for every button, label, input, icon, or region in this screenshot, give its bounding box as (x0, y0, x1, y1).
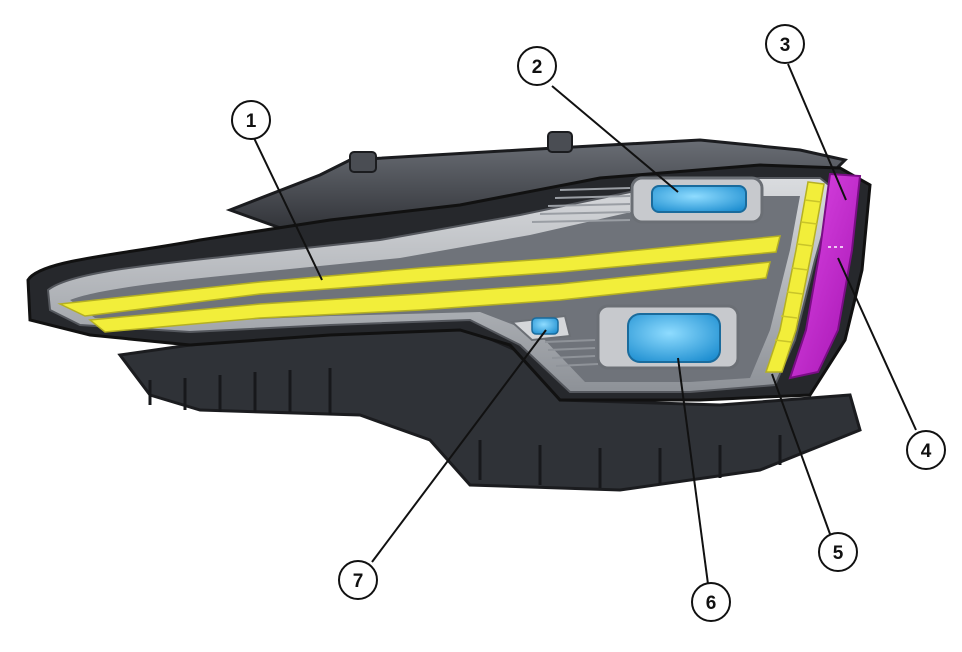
svg-text:4: 4 (921, 441, 932, 462)
cornering-lamp (531, 317, 559, 335)
vertical-drl-strip (764, 181, 825, 373)
callout-2: 2 (517, 46, 557, 86)
top-mount-left (349, 151, 377, 173)
svg-text:5: 5 (833, 543, 844, 564)
leader-7 (371, 329, 547, 563)
leader-1 (253, 137, 323, 281)
drl-light-guide-lower (88, 261, 771, 333)
leader-lines (253, 63, 917, 585)
fin-slats (531, 187, 631, 223)
svg-text:6: 6 (706, 593, 717, 614)
svg-text:1: 1 (246, 111, 257, 132)
top-mount-mid (547, 131, 573, 153)
callout-3: 3 (765, 24, 805, 64)
svg-text:2: 2 (532, 57, 543, 78)
callout-7: 7 (338, 560, 378, 600)
housing-ribs (148, 368, 782, 488)
leader-4 (837, 257, 917, 431)
low-beam-projector (627, 313, 721, 363)
callout-5: 5 (818, 532, 858, 572)
marker-reflector-dots (828, 246, 843, 248)
svg-text:3: 3 (780, 35, 791, 56)
svg-text:7: 7 (353, 571, 364, 592)
leader-5 (771, 373, 831, 535)
leader-6 (677, 357, 709, 585)
turn-signal-lamp (788, 172, 862, 380)
high-beam-lens (651, 185, 747, 213)
leader-2 (551, 85, 679, 193)
callout-4: 4 (906, 430, 946, 470)
leader-3 (787, 63, 847, 201)
callout-1: 1 (231, 100, 271, 140)
callout-6: 6 (691, 582, 731, 622)
drl-light-guide-upper (57, 235, 781, 317)
lower-slats (544, 339, 599, 367)
drl-strip-segments (774, 199, 822, 343)
